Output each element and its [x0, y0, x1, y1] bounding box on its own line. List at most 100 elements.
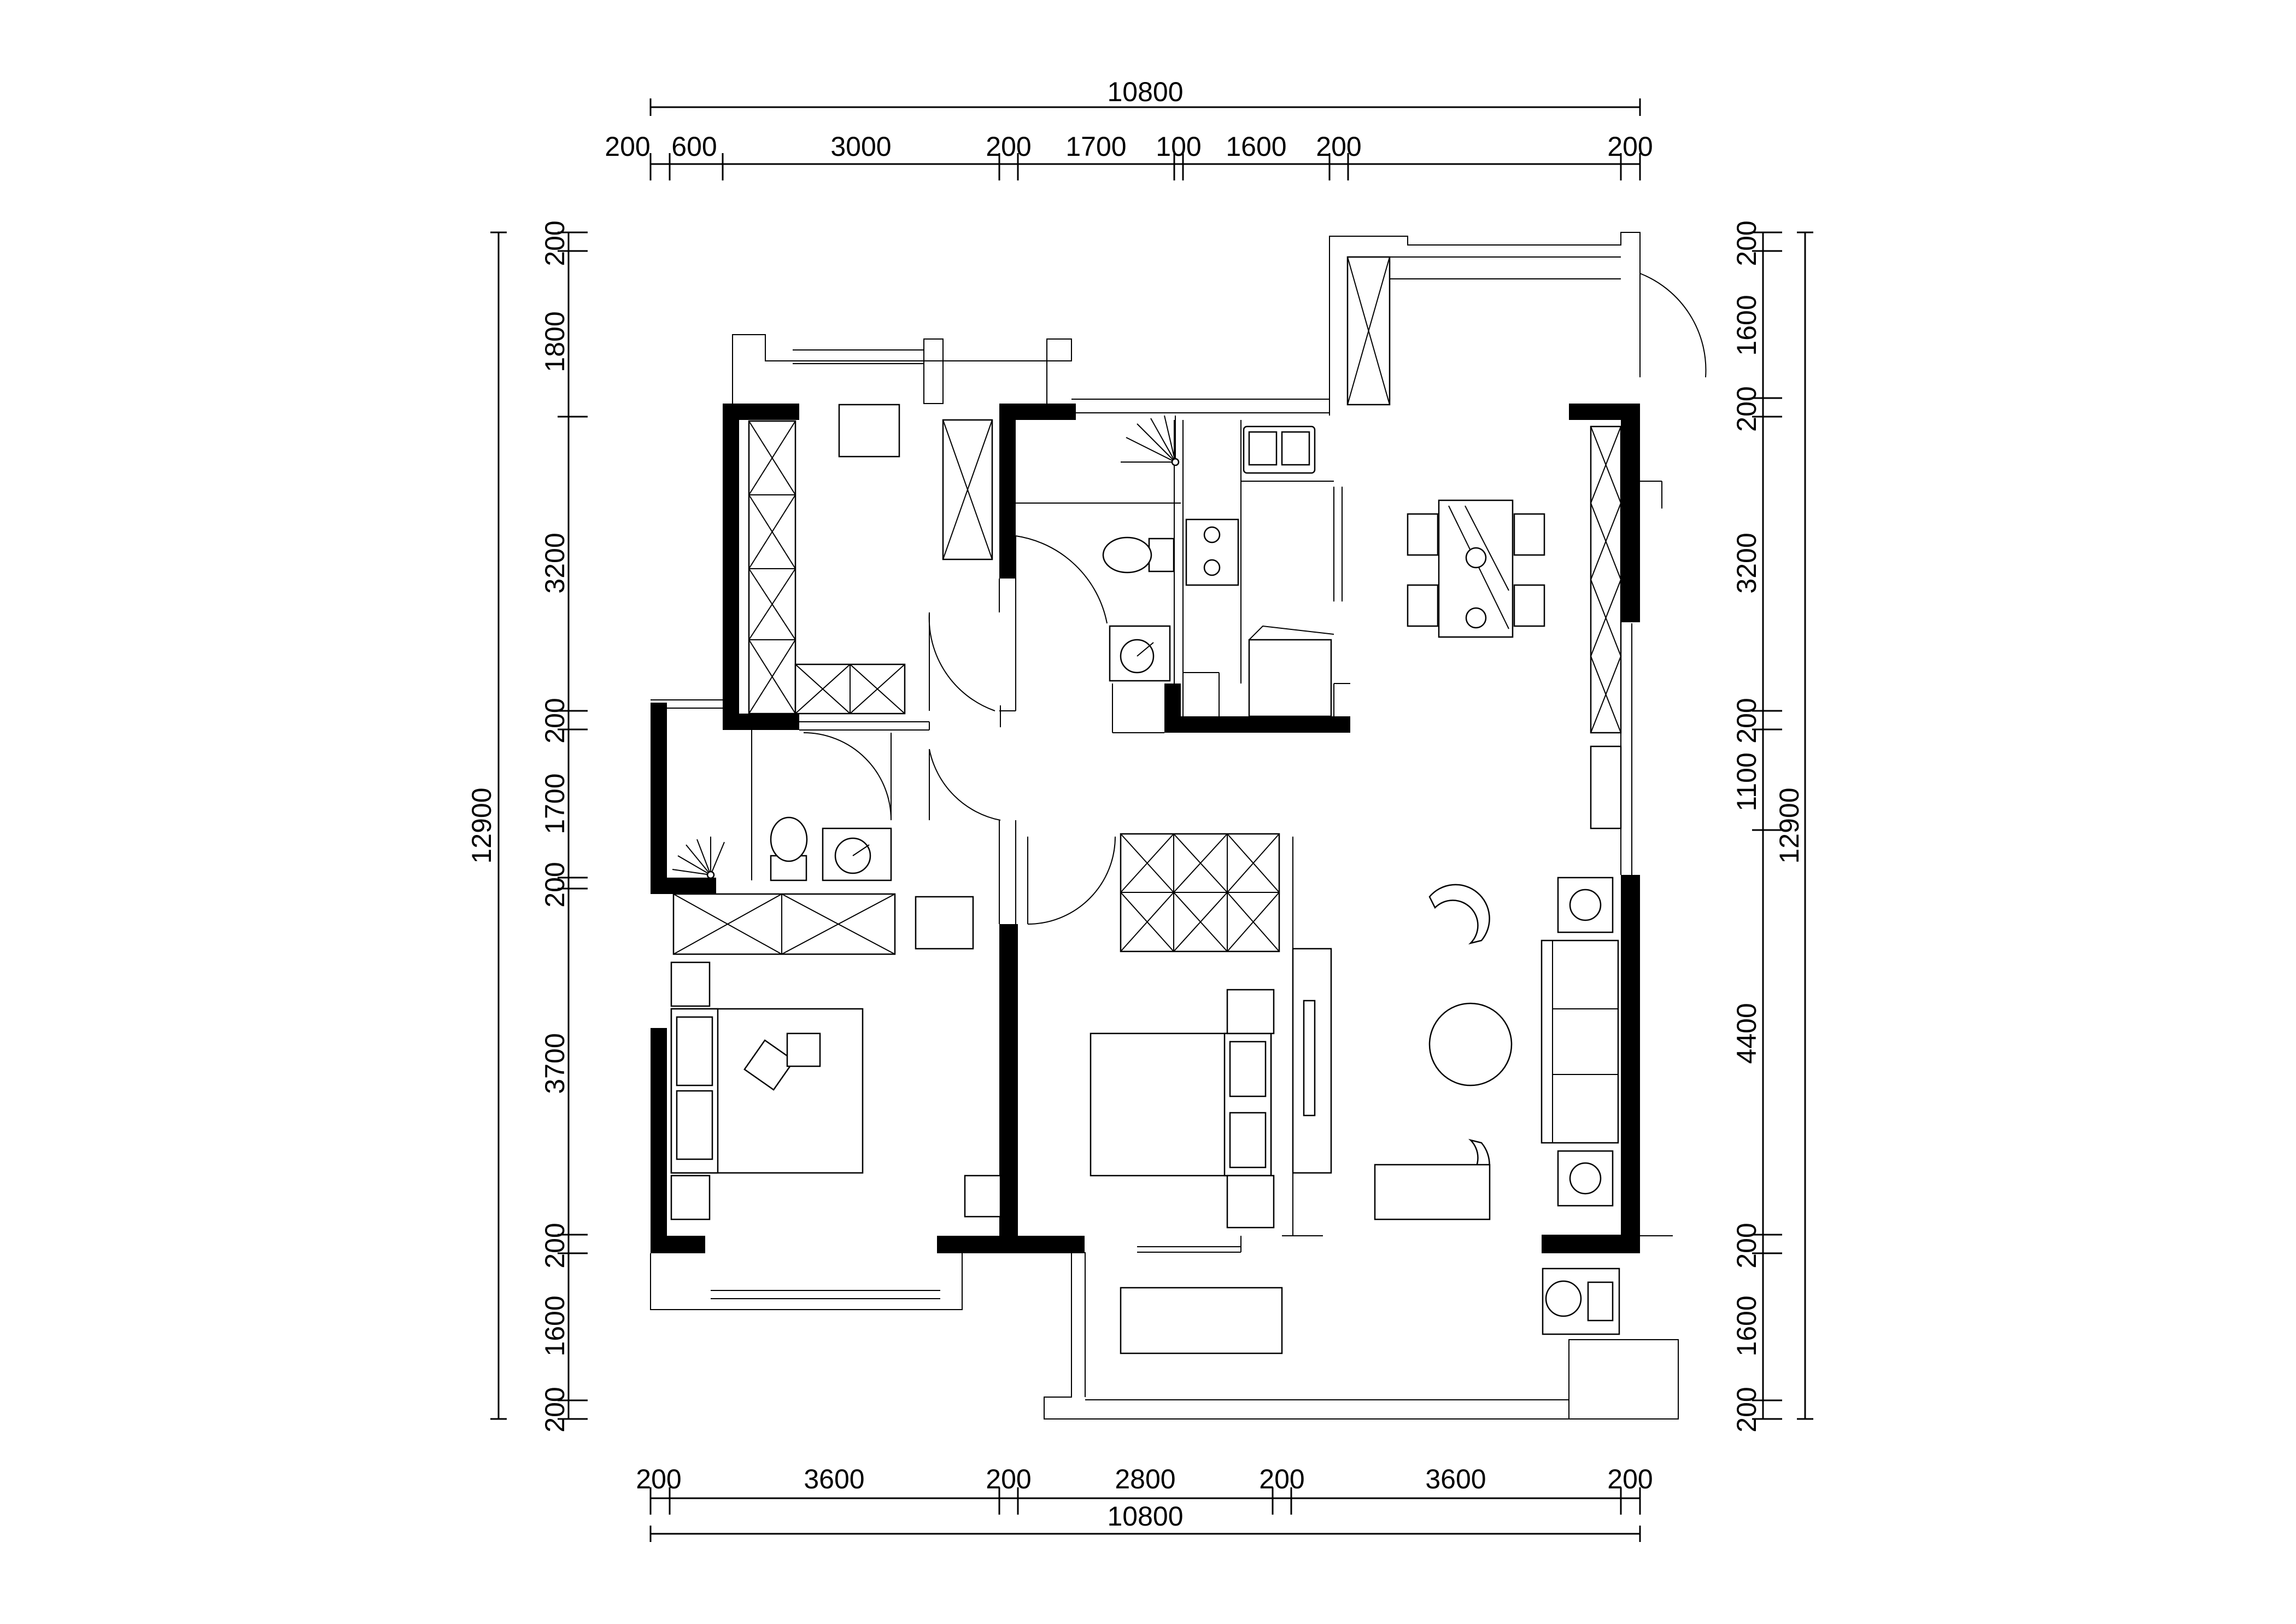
- bottom-segment-0: 200: [636, 1464, 681, 1494]
- bottom-dimensions: 200 3600 200 2800 200 3600 200 10800: [636, 1464, 1653, 1542]
- left-total-dimension: 12900: [466, 787, 497, 863]
- armchair-icon: [1428, 884, 1490, 945]
- right-dimensions: 200 1600 200 3200 200 1100 4400 200 1600…: [1731, 220, 1813, 1433]
- nightstand: [1226, 989, 1275, 1035]
- wall-segment: [1164, 716, 1350, 733]
- desk: [838, 404, 900, 458]
- left-segment-7: 200: [540, 1223, 570, 1268]
- door-swing: [1015, 535, 1108, 711]
- wall-segment: [651, 1028, 667, 1252]
- wall-segment: [999, 404, 1016, 579]
- tv-cabinet: [1590, 425, 1622, 734]
- right-segment-1: 1600: [1731, 295, 1762, 355]
- dining-chair: [1407, 513, 1439, 556]
- dining-chair: [1513, 513, 1545, 556]
- dining-chair: [1407, 584, 1439, 627]
- nightstand: [670, 961, 711, 1007]
- bottom-segment-4: 200: [1259, 1464, 1304, 1494]
- left-segment-0: 200: [540, 220, 570, 266]
- top-segment-3: 200: [986, 131, 1031, 162]
- top-segment-4: 1700: [1065, 131, 1126, 162]
- kitchen: [1184, 420, 1334, 717]
- right-segment-6: 4400: [1731, 1003, 1762, 1064]
- living-room: [1120, 425, 1622, 1354]
- wall-segment: [651, 1236, 705, 1253]
- bottom-total-dimension: 10800: [1107, 1501, 1183, 1532]
- washing-machine-icon: [1542, 1267, 1620, 1335]
- bottom-segment-5: 3600: [1425, 1464, 1486, 1494]
- right-segment-7: 200: [1731, 1223, 1762, 1268]
- wall-segment: [1621, 404, 1640, 622]
- left-dimensions: 12900 200 1800 3200 200 1700 200 3700 20…: [466, 220, 588, 1433]
- left-segment-4: 1700: [540, 773, 570, 834]
- top-total-dimension: 10800: [1107, 77, 1183, 107]
- wall-segment: [1621, 875, 1640, 1236]
- shower-icon: [1121, 415, 1180, 466]
- top-segment-8: 200: [1607, 131, 1653, 162]
- top-segment-1: 600: [671, 131, 717, 162]
- desk: [915, 896, 974, 950]
- tv-console: [1374, 1164, 1491, 1220]
- structural-walls: [651, 404, 1640, 1253]
- left-segment-6: 3700: [540, 1033, 570, 1094]
- right-segment-0: 200: [1731, 220, 1762, 266]
- wall-segment: [1164, 684, 1181, 733]
- left-segment-8: 1600: [540, 1295, 570, 1356]
- right-segment-8: 1600: [1731, 1295, 1762, 1356]
- second-bedroom: [670, 893, 1001, 1220]
- door-swings: [803, 535, 1116, 925]
- master-bedroom: [1090, 833, 1332, 1229]
- left-segment-9: 200: [540, 1387, 570, 1432]
- right-segment-4: 200: [1731, 698, 1762, 743]
- wall-segment: [999, 924, 1018, 1252]
- bathroom-west: [672, 816, 892, 881]
- wardrobe: [672, 893, 896, 955]
- wall-segment: [723, 404, 739, 726]
- shelf: [1590, 745, 1622, 829]
- top-segment-7: 200: [1316, 131, 1361, 162]
- north-bedroom-furniture: [748, 404, 993, 715]
- door-swing: [803, 732, 892, 821]
- left-segment-2: 3200: [540, 533, 570, 593]
- bed-icon: [1090, 1032, 1272, 1177]
- top-segment-2: 3000: [830, 131, 891, 162]
- toilet-icon: [770, 816, 808, 881]
- nightstand: [1226, 1175, 1275, 1229]
- sofa-icon: [1541, 939, 1619, 1144]
- right-segment-5: 1100: [1731, 752, 1762, 811]
- bottom-segment-6: 200: [1607, 1464, 1653, 1494]
- door-swing: [1027, 836, 1116, 925]
- top-segment-6: 1600: [1226, 131, 1286, 162]
- left-segment-1: 1800: [540, 311, 570, 372]
- door-swing: [929, 749, 1001, 821]
- wall-segment: [723, 714, 799, 730]
- left-segment-3: 200: [540, 698, 570, 743]
- bottom-segment-2: 200: [986, 1464, 1031, 1494]
- wall-segment: [651, 878, 716, 894]
- fridge-icon: [1248, 625, 1334, 717]
- left-segment-5: 200: [540, 862, 570, 907]
- top-segment-5: 100: [1156, 131, 1201, 162]
- shower-icon: [672, 837, 725, 879]
- bathroom-north: [1102, 415, 1180, 682]
- toilet-icon: [1102, 536, 1175, 574]
- coffee-table: [1428, 1002, 1513, 1086]
- bottom-segment-3: 2800: [1115, 1464, 1175, 1494]
- wall-segment: [1542, 1235, 1640, 1253]
- bottom-segment-1: 3600: [804, 1464, 864, 1494]
- washbasin-icon: [1109, 625, 1171, 682]
- bed-icon: [670, 1008, 864, 1174]
- wardrobe: [748, 420, 796, 715]
- stove-icon: [1185, 518, 1239, 586]
- right-segment-9: 200: [1731, 1387, 1762, 1432]
- right-total-dimension: 12900: [1774, 787, 1805, 863]
- top-dimensions: 10800 200 600 3000 200 1700 100 1600 200…: [605, 77, 1653, 180]
- right-segment-3: 3200: [1731, 533, 1762, 593]
- nightstand: [670, 1175, 711, 1220]
- rug: [1120, 1287, 1283, 1354]
- right-segment-2: 200: [1731, 386, 1762, 431]
- dining-chair: [1513, 584, 1545, 627]
- wall-segment: [651, 703, 667, 891]
- dining-area: [1407, 499, 1545, 638]
